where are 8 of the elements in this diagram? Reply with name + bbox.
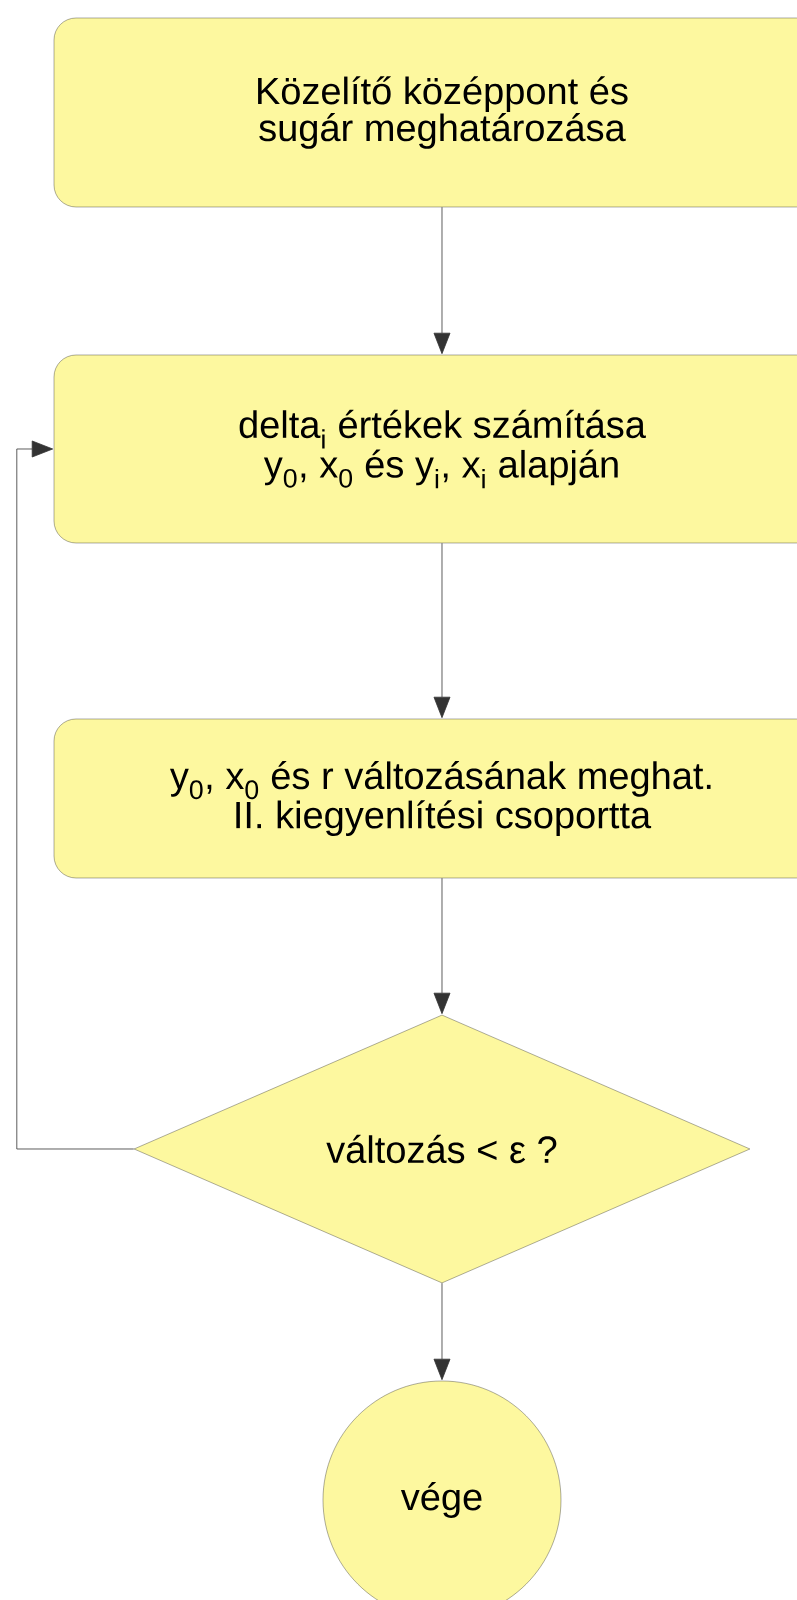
- process-box: delta$_{i}$ értékek számítása y$_{0}$, x$_{0}$ és y$_{i}$, x$_{i}$ alapján: [53, 354, 797, 544]
- process-box: y$_{0}$, x$_{0}$ és r változásának meghat. II. kiegyenlítési csoportta: [53, 718, 797, 879]
- arrow: [433, 206, 451, 355]
- arrow: [433, 542, 451, 719]
- arrow: [433, 1282, 451, 1381]
- arrow: [433, 877, 451, 1015]
- arrow: [16, 440, 135, 1150]
- process-box: Közelítő középpont és sugár meghatározása: [53, 17, 797, 208]
